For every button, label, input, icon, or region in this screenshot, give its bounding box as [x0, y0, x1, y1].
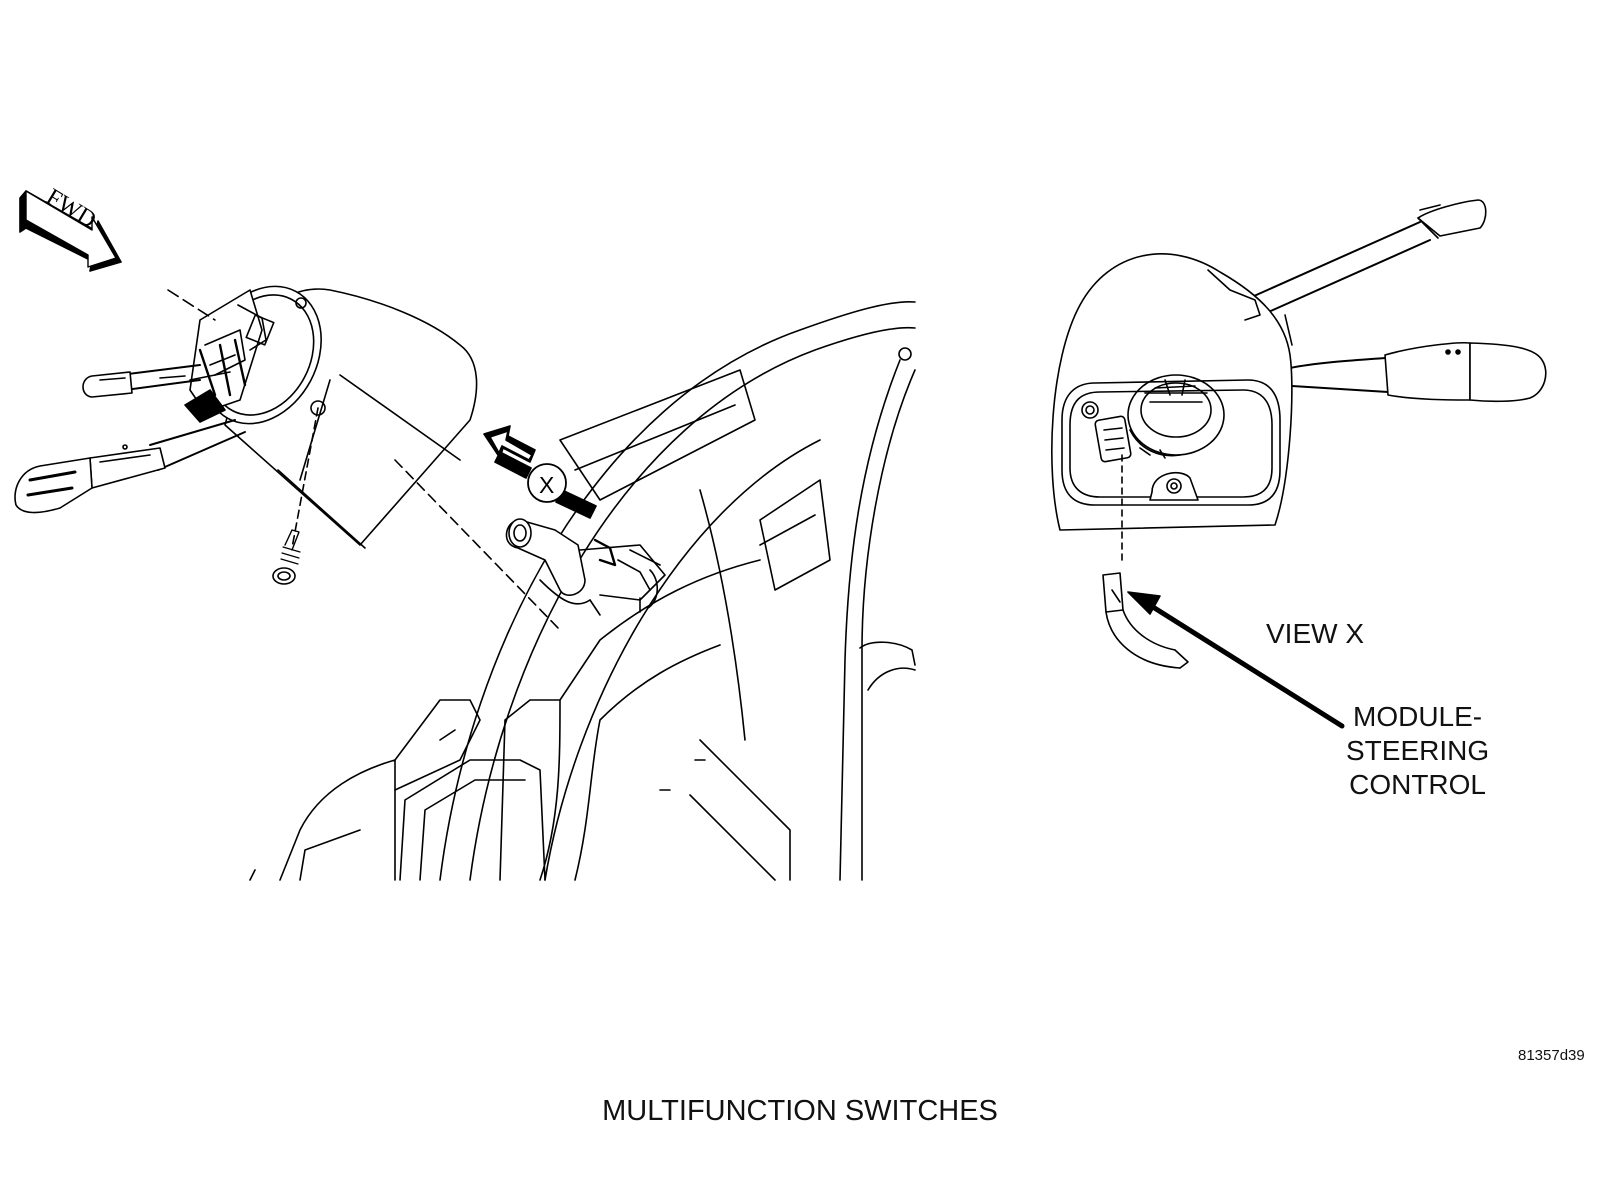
view-x-marker: X	[483, 425, 597, 519]
view-x-marker-label: X	[539, 472, 554, 498]
module-label-line-3: CONTROL	[1349, 769, 1487, 800]
steering-column	[249, 300, 916, 881]
module-label-line-1: MODULE-	[1353, 701, 1483, 732]
view-x-detail	[1051, 199, 1547, 729]
module-steering-control-label: MODULE- STEERING CONTROL	[1346, 700, 1489, 802]
figure-id: 81357d39	[1518, 1047, 1585, 1064]
switch-assembly	[14, 285, 478, 585]
module-label-line-2: STEERING	[1346, 735, 1490, 766]
figure-title: MULTIFUNCTION SWITCHES	[602, 1095, 998, 1127]
fwd-arrow: FWD	[19, 184, 122, 272]
column-connector	[394, 459, 666, 631]
view-x-label: VIEW X	[1266, 618, 1365, 649]
